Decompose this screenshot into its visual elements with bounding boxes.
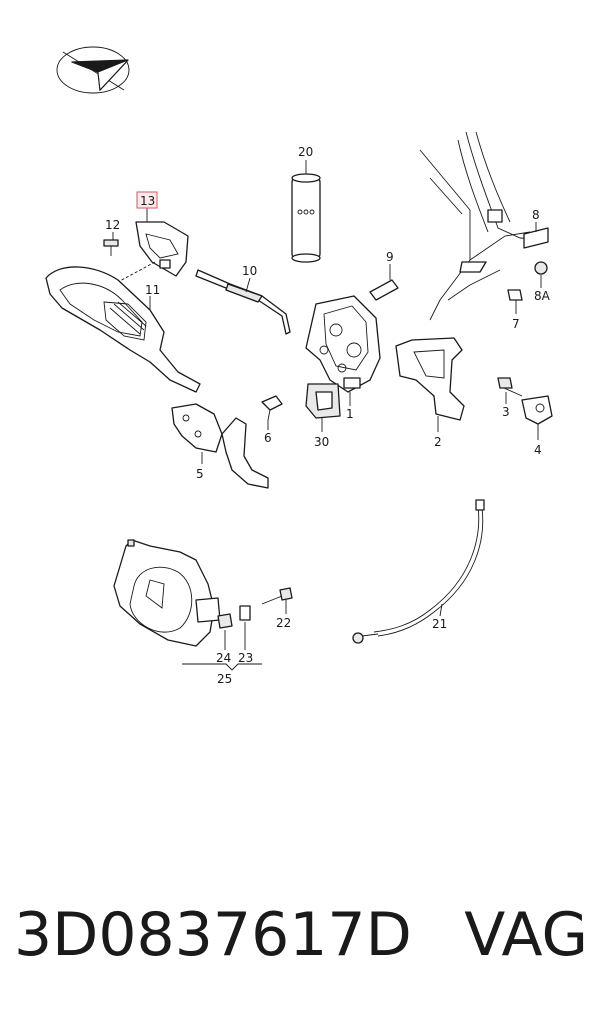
- callout-24: 24: [216, 651, 231, 665]
- callout-8a: 8A: [534, 289, 551, 303]
- callout-8: 8: [532, 208, 540, 222]
- orientation-arrow-icon: [56, 46, 130, 94]
- callout-9: 9: [386, 250, 394, 264]
- callout-6: 6: [264, 431, 272, 445]
- callout-13-highlight: [136, 191, 158, 209]
- callout-11: 11: [145, 283, 160, 297]
- part-30-gasket: [305, 383, 341, 432]
- part-13-bracket: [117, 208, 189, 283]
- callout-30: 30: [314, 435, 329, 449]
- part-9-connector: [369, 264, 399, 301]
- part-21-cable: [352, 499, 485, 644]
- assembly-brace: [182, 663, 262, 671]
- part-24-plug: [217, 613, 233, 650]
- callout-5: 5: [196, 467, 204, 481]
- callout-7: 7: [512, 317, 520, 331]
- part-8-plate: [523, 222, 549, 249]
- part-6-bushing: [261, 395, 283, 430]
- part-12-screw: [103, 232, 119, 256]
- callout-1: 1: [346, 407, 354, 421]
- part-10-rod: [195, 269, 291, 335]
- callout-12: 12: [105, 218, 120, 232]
- callout-2: 2: [434, 435, 442, 449]
- part-20-spray-can: [291, 160, 321, 263]
- callout-23: 23: [238, 651, 253, 665]
- callout-4: 4: [534, 443, 542, 457]
- callout-3: 3: [502, 405, 510, 419]
- part-number-label: 3D0837617D: [14, 900, 412, 970]
- door-frame: [419, 131, 549, 321]
- part-3-screw: [497, 377, 523, 404]
- callout-10: 10: [242, 264, 257, 278]
- part-25-lock-motor: [113, 539, 221, 647]
- part-2-bracket: [395, 337, 465, 432]
- callout-25: 25: [217, 672, 232, 686]
- part-8a-nut: [534, 261, 548, 288]
- part-5-carrier: [171, 403, 269, 489]
- part-23-sleeve: [239, 605, 251, 650]
- footer-bar: 3D0837617D VAG: [0, 895, 600, 975]
- brand-label: VAG: [464, 900, 588, 970]
- part-11-handle-panel: [45, 266, 201, 393]
- part-7-bolt: [507, 289, 523, 314]
- part-4-striker: [521, 395, 553, 440]
- part-1-lock: [305, 295, 381, 406]
- callout-20: 20: [298, 145, 313, 159]
- part-22-screw: [261, 587, 293, 614]
- callout-13: 13: [140, 194, 155, 208]
- callout-21: 21: [432, 617, 447, 631]
- callout-22: 22: [276, 616, 291, 630]
